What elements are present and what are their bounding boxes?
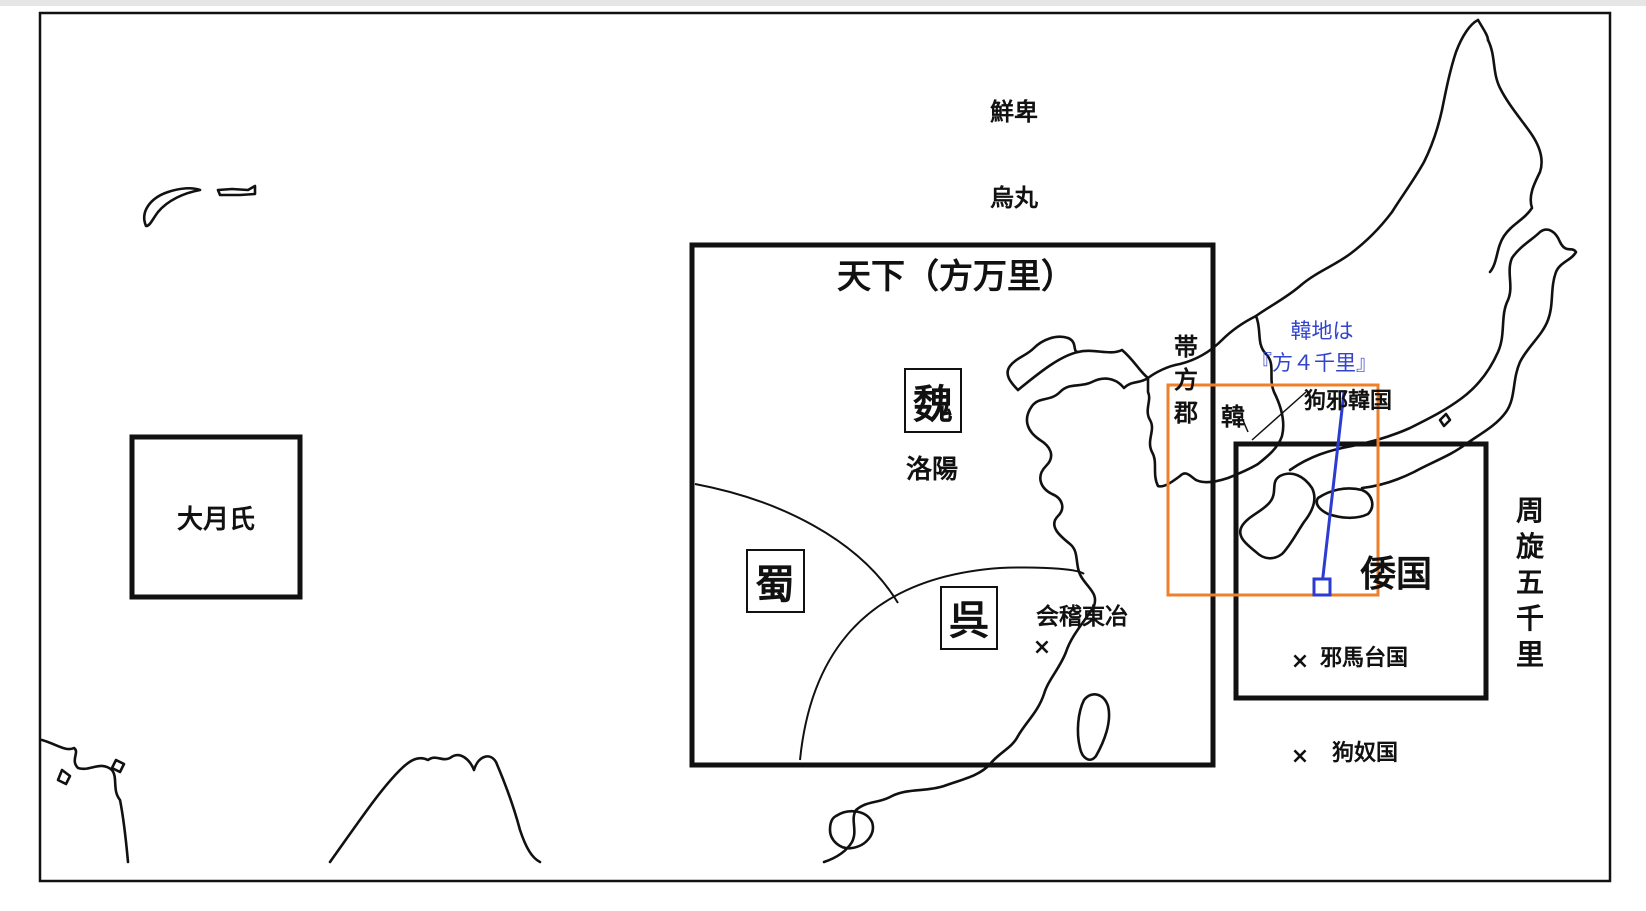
hanchi-orange-box bbox=[1166, 383, 1380, 597]
label-hanchi-1: 韓地は bbox=[1291, 319, 1354, 343]
label-yuezhi: 大月氏 bbox=[177, 505, 255, 535]
label-zhou-1: 周 bbox=[1516, 494, 1544, 527]
top-border bbox=[0, 0, 1646, 6]
label-yamatai: 邪馬台国 bbox=[1319, 645, 1408, 671]
label-zhou-4: 千 bbox=[1516, 602, 1544, 635]
label-tianxia: 天下（方万里） bbox=[837, 257, 1075, 297]
shu-frame bbox=[746, 549, 805, 613]
label-kuaiji: 会稽東冶 bbox=[1036, 603, 1128, 630]
label-wu: 呉 bbox=[949, 598, 989, 644]
label-han: 韓 bbox=[1221, 403, 1245, 431]
bohai-coast bbox=[1006, 335, 1080, 392]
kyushu-coast bbox=[1238, 472, 1316, 560]
blue-leader-line bbox=[1320, 391, 1346, 586]
small-island bbox=[56, 768, 72, 786]
korea-coast bbox=[1146, 314, 1285, 488]
hokkaido-coast bbox=[1486, 38, 1543, 274]
coastlines bbox=[40, 18, 1578, 864]
label-xianbei: 鮮卑 bbox=[990, 98, 1038, 126]
shikoku-coast bbox=[1315, 487, 1374, 520]
label-wei: 魏 bbox=[913, 382, 953, 428]
wakoku-box bbox=[1233, 441, 1489, 701]
wu-frame bbox=[940, 586, 998, 650]
label-luoyang: 洛陽 bbox=[906, 454, 958, 485]
tianxia-box bbox=[689, 242, 1216, 768]
blue-square-marker bbox=[1312, 577, 1332, 597]
map-frame bbox=[38, 11, 1612, 883]
label-hanchi-2: 『方４千里』 bbox=[1251, 351, 1377, 375]
india-burma-coast bbox=[328, 753, 542, 864]
label-daifang-2: 方 bbox=[1174, 366, 1198, 394]
yamatai-cross-marker: × bbox=[1291, 649, 1309, 674]
aral-fragment-coast bbox=[143, 186, 202, 228]
sakhalin-coast bbox=[1476, 18, 1490, 42]
wu-boundary bbox=[799, 566, 1085, 761]
label-daifang-3: 郡 bbox=[1173, 399, 1198, 427]
label-daifang-1: 帯 bbox=[1174, 333, 1198, 361]
arabia-coast bbox=[40, 738, 130, 864]
sado-island bbox=[1438, 412, 1452, 428]
small-island-2 bbox=[110, 758, 126, 774]
han-leader-line bbox=[1241, 417, 1249, 433]
manchuria-coast bbox=[1254, 18, 1480, 318]
hainan-coast bbox=[828, 809, 875, 850]
label-zhou-2: 旋 bbox=[1516, 530, 1544, 563]
label-kunu: 狗奴国 bbox=[1332, 740, 1398, 766]
shu-wei-boundary bbox=[694, 483, 899, 604]
wei-frame bbox=[904, 368, 962, 433]
label-wuhuan: 烏丸 bbox=[990, 184, 1039, 212]
label-wakoku: 倭国 bbox=[1360, 554, 1432, 595]
label-zhou-5: 里 bbox=[1516, 638, 1544, 671]
taiwan-coast bbox=[1076, 693, 1111, 761]
china-coast bbox=[822, 348, 1150, 864]
kunu-cross-marker: × bbox=[1291, 744, 1309, 769]
yuezhi-box bbox=[129, 434, 303, 600]
boundaries bbox=[694, 483, 1085, 761]
label-shu: 蜀 bbox=[755, 562, 795, 608]
gouya-leader-line bbox=[1251, 391, 1307, 441]
label-zhou-3: 五 bbox=[1516, 566, 1544, 599]
kuaiji-cross-marker: × bbox=[1033, 635, 1051, 660]
label-gouya: 狗邪韓国 bbox=[1304, 388, 1392, 414]
honshu-coast bbox=[1288, 228, 1578, 490]
aral-fragment-coast-2 bbox=[216, 184, 257, 197]
